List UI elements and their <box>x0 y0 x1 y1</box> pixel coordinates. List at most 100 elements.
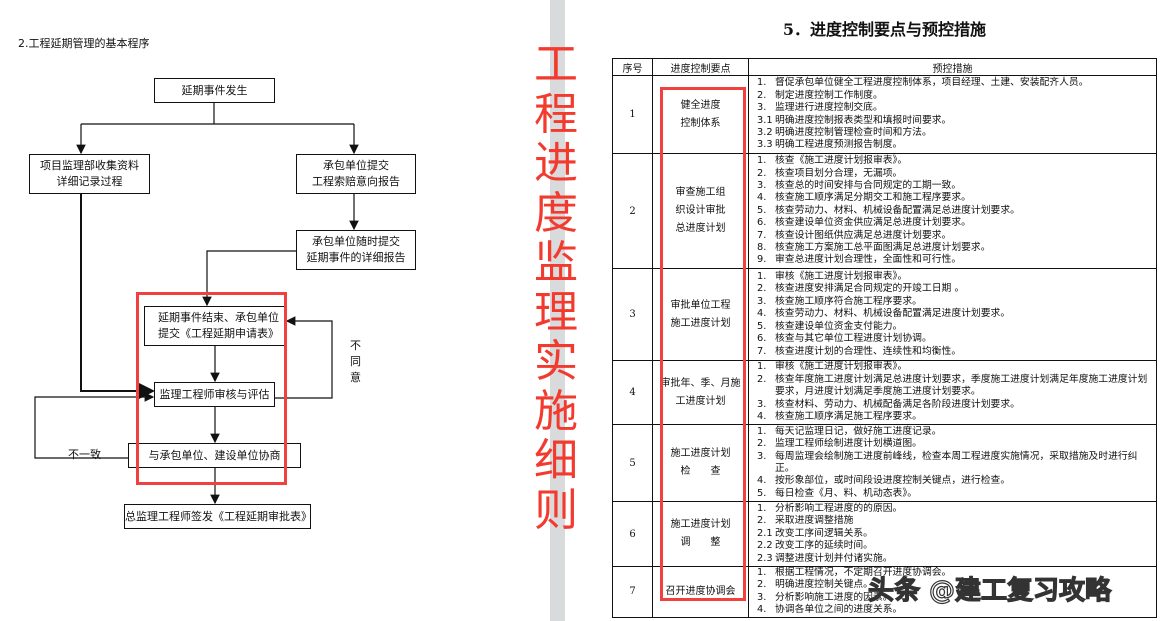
node-text: 延期事件的详细报告 <box>306 251 406 264</box>
measure-item: 3.每周监理会绘制施工进度前峰线，检查本周工程进度实施情况，采取措施及时进行纠正… <box>757 451 1156 476</box>
page-gutter <box>550 0 565 621</box>
measures: 1.每天记监理日记，做好施工进度记录。2.监理工程师绘制进度计划横道图。3.每周… <box>748 424 1157 502</box>
measure-text: 明确进度控制报表类型和填报时间要求。 <box>775 114 952 126</box>
table-title: 5．进度控制要点与预控措施 <box>782 20 987 39</box>
measure-item: 1. 督促承包单位健全工程进度控制体系，项目经理、土建、安装配齐人员。 <box>757 77 1156 89</box>
node-delay-event-occurs: 延期事件发生 <box>154 78 275 103</box>
control-point-line: 审查施工组 <box>675 187 726 198</box>
measure-number: 1. <box>757 271 767 283</box>
node-review: 监理工程师审核与评估 <box>154 382 275 407</box>
row-no: 3 <box>612 268 653 361</box>
measure-item: 6.核查建设单位资金供应满足总进度计划要求。 <box>757 217 1156 229</box>
measure-item: 2.明确进度控制关键点。 <box>757 579 1156 591</box>
measure-item: 1.分析影响工程进度的的原因。 <box>757 503 1156 515</box>
measure-number: 7. <box>757 345 767 357</box>
measures: 1.核查《施工进度计划报审表》。2.核查项目划分合理，无漏项。3.核查总的时间安… <box>748 153 1157 269</box>
measure-number: 1. <box>757 567 767 578</box>
control-point: 召开进度协调会 <box>652 566 749 618</box>
header-measures: 预控措施 <box>748 58 1157 76</box>
measure-text: 核查项目划分合理，无漏项。 <box>775 167 903 179</box>
control-point-line: 召开进度协调会 <box>665 585 736 597</box>
measure-item: 2.核查年度施工进度计划满足总进度计划要求，季度施工进度计划满足年度施工进度计划… <box>757 374 1156 399</box>
measures: 1.审核《施工进度计划报审表》。2.核查年度施工进度计划满足总进度计划要求，季度… <box>748 360 1157 425</box>
measure-item: 5.每日检查《月、料、机动态表》。 <box>757 488 1156 500</box>
control-point: 施工进度计划调 整 <box>652 501 749 567</box>
measure-text: 根据工程情况，不定期召开进度协调会。 <box>775 567 952 578</box>
measure-number: 4. <box>757 411 767 423</box>
highlight-box-table <box>660 87 746 601</box>
measure-number: 4. <box>757 308 767 320</box>
measure-number: 1. <box>757 155 767 167</box>
measure-text: 监理进行进度控制交底。 <box>775 102 883 114</box>
measure-number: 1. <box>757 77 767 89</box>
node-text: 总监理工程师签发《工程延期审批表》 <box>125 509 312 523</box>
measure-number: 2.1 <box>757 527 773 539</box>
measure-text: 制定进度控制工作制度。 <box>775 89 883 101</box>
measure-number: 3. <box>757 295 767 307</box>
measure-number: 8. <box>757 242 767 254</box>
measure-number: 5. <box>757 204 767 216</box>
measure-number: 1. <box>757 361 767 373</box>
node-detail-report: 承包单位随时提交延期事件的详细报告 <box>296 230 416 270</box>
measure-item: 2.制定进度控制工作制度。 <box>757 90 1156 102</box>
measure-text: 明确工程进度预测报告制度。 <box>775 139 903 151</box>
measure-text: 核查材料、劳动力、机械配备满足各阶段进度计划要求。 <box>775 398 1020 410</box>
node-text: 工程索赔意向报告 <box>312 175 400 188</box>
node-sign-approval: 总监理工程师签发《工程延期审批表》 <box>124 504 312 529</box>
measure-number: 4. <box>757 475 767 487</box>
measure-number: 3. <box>757 591 767 603</box>
node-text: 提交《工程延期申请表》 <box>158 327 279 340</box>
table-row: 7 召开进度协调会 1. 根据工程情况，不定期召开进度协调会。2.明确进度控制关键点。… <box>612 566 1157 618</box>
node-text: 承包单位提交 <box>323 159 389 172</box>
measure-text: 改变工序间逻辑关系。 <box>775 527 873 539</box>
measure-item: 7. 核查进度计划的合理性、连续性和均衡性。 <box>757 346 1156 358</box>
measure-text: 核查与其它单位工程进度计划协调。 <box>775 333 932 345</box>
measure-item: 5.核查建设单位资金支付能力。 <box>757 321 1156 333</box>
measure-text: 核查施工顺序符合施工程序要求。 <box>775 295 922 307</box>
row-no: 4 <box>612 360 653 425</box>
control-point-line: 施工进度计划 <box>670 317 731 329</box>
node-text: 详细记录过程 <box>56 175 123 188</box>
flowchart-connectors <box>34 103 359 505</box>
measure-text: 核查进度安排满足合同规定的开竣工日期 。 <box>775 283 965 295</box>
measure-item: 2.监理工程师绘制进度计划横道图。 <box>757 438 1156 450</box>
measure-item: 9.审查总进度计划合理性，全面性和可行性。 <box>757 254 1156 266</box>
measure-number: 4. <box>757 192 767 204</box>
measure-item: 3.核查材料、劳动力、机械配备满足各阶段进度计划要求。 <box>757 399 1156 411</box>
measure-text: 每周监理会绘制施工进度前峰线，检查本周工程进度实施情况，采取措施及时进行纠正。 <box>775 450 1138 474</box>
node-claim-intent: 承包单位提交工程索赔意向报告 <box>296 154 416 194</box>
measure-item: 4.核查劳动力、材料、机械设备配置满足进度计划要求。 <box>757 308 1156 320</box>
measure-item: 1.审核《施工进度计划报审表》。 <box>757 271 1156 283</box>
measure-number: 7. <box>757 229 767 241</box>
measure-number: 1. <box>757 425 767 437</box>
measure-text: 核查施工顺序满足分期交工和施工程序要求。 <box>775 192 971 204</box>
measure-text: 明确进度控制关键点。 <box>775 579 873 591</box>
measure-text: 督促承包单位健全工程进度控制体系，项目经理、土建、安装配齐人员。 <box>775 77 1089 89</box>
node-text: 延期事件结束、承包单位 <box>158 311 279 324</box>
measure-text: 核查进度计划的合理性、连续性和均衡性。 <box>775 345 962 357</box>
measure-text: 分析影响工程进度的的原因。 <box>775 502 903 514</box>
measure-item: 4. 核查施工顺序满足分期交工和施工程序要求。 <box>757 192 1156 204</box>
node-consult: 与承包单位、建设单位协商 <box>128 443 301 468</box>
row-no: 7 <box>612 566 653 618</box>
measure-text: 核查施工顺序满足施工程序要求。 <box>775 411 922 423</box>
measure-number: 2. <box>757 438 767 450</box>
measure-number: 3. <box>757 179 767 191</box>
measure-number: 3.2 <box>757 126 773 138</box>
control-point: 审批单位工程施工进度计划 <box>652 268 749 361</box>
measure-item: 3.监理进行进度控制交底。 <box>757 102 1156 114</box>
measure-text: 明确进度控制管理检查时间和方法。 <box>775 126 932 138</box>
measure-number: 2. <box>757 515 767 527</box>
measure-number: 6. <box>757 217 767 229</box>
row-no: 1 <box>612 75 653 154</box>
measure-text: 核查劳动力、材料、机械设备配置满足总进度计划要求。 <box>775 204 1020 216</box>
control-point-line: 控制体系 <box>680 117 721 129</box>
measure-number: 2. <box>757 167 767 179</box>
measure-text: 核查施工方案施工总平面图满足总进度计划要求。 <box>775 242 991 254</box>
node-text: 延期事件发生 <box>181 83 248 97</box>
